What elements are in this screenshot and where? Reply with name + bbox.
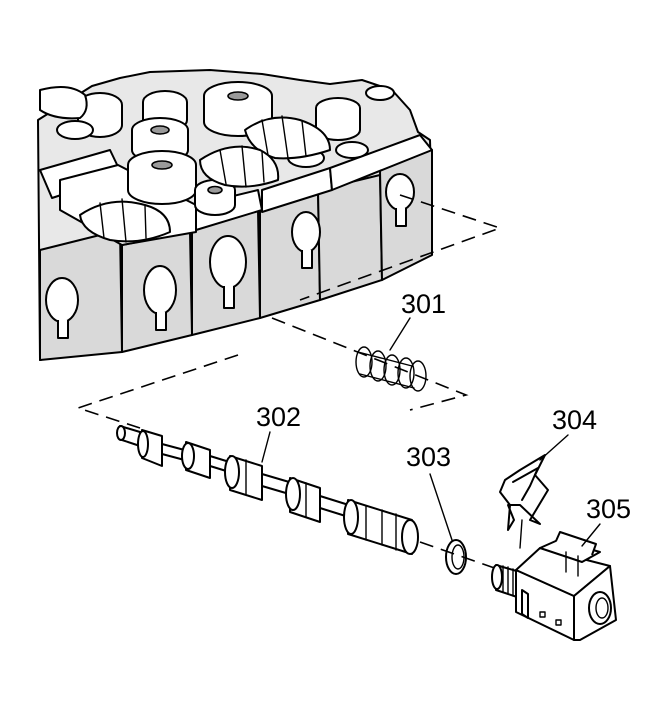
valve-body-casting [37, 69, 433, 361]
retainer-clip-part-304 [499, 454, 549, 549]
callout-302: 302 [256, 402, 301, 432]
valve-spool-part-302 [116, 425, 419, 555]
callout-304-leader [539, 434, 569, 461]
callout-302-leader [261, 431, 271, 463]
callout-305-leader [581, 523, 601, 547]
o-ring-part-303 [419, 539, 501, 575]
callout-303-leader [429, 473, 453, 541]
spring-part-301 [355, 346, 427, 392]
callout-301: 301 [401, 289, 446, 319]
callout-304: 304 [552, 405, 597, 435]
solenoid-part-305 [491, 531, 617, 641]
leader-lines [75, 194, 503, 429]
callout-305: 305 [586, 494, 631, 524]
callout-301-leader [389, 317, 411, 351]
callout-303: 303 [406, 442, 451, 472]
